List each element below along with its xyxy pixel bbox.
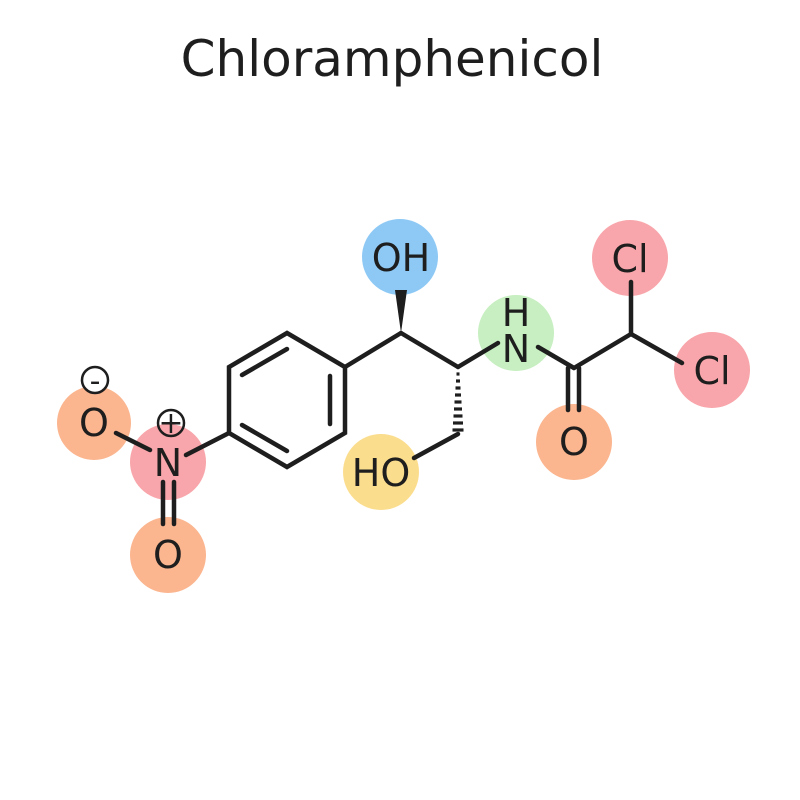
- ring-double-bond-top: [239, 346, 290, 378]
- amide-highlight: [478, 295, 554, 371]
- benzene-ring: [226, 330, 348, 470]
- bonds: [113, 279, 685, 527]
- minus-charge: -: [80, 364, 110, 399]
- hydroxyl-top-label: OH: [372, 236, 430, 280]
- ring-double-bond-bottom: [239, 422, 290, 454]
- nitro-o-minus-label: O: [79, 401, 109, 445]
- c-to-cl-right-bond: [628, 331, 685, 366]
- wedge-bond-oh: [395, 290, 407, 333]
- nitro-o-minus-highlight: [57, 386, 131, 460]
- carbonyl-o-label: O: [559, 420, 589, 464]
- nitro-n-label: N: [154, 441, 182, 485]
- plus-charge-circle: [156, 408, 186, 438]
- cl-top-label: Cl: [611, 237, 648, 281]
- cl-top-highlight: [592, 220, 668, 296]
- hashed-wedge-bond: [452, 372, 464, 432]
- n-to-carbonyl-bond: [535, 344, 577, 371]
- c2-to-n-bond: [455, 340, 501, 370]
- ring-to-nitro-bond: [183, 430, 232, 458]
- nitro-o-highlight: [130, 517, 206, 593]
- amide-h-label: H: [502, 291, 531, 335]
- ring-to-c1-bond: [342, 330, 404, 370]
- atom-labels: O N O OH HO H N O Cl Cl: [79, 236, 731, 577]
- hydroxyl-top-highlight: [362, 219, 438, 295]
- cl-right-label: Cl: [693, 349, 730, 393]
- minus-charge-label: -: [90, 364, 101, 399]
- c1-to-c2-bond: [398, 330, 461, 370]
- carbonyl-o-highlight: [536, 404, 612, 480]
- page-title: Chloramphenicol: [181, 30, 604, 88]
- cl-right-highlight: [674, 332, 750, 408]
- nitro-o-label: O: [153, 533, 183, 577]
- carbonyl-to-chcl2-bond: [571, 331, 634, 371]
- nitro-n-highlight: [130, 424, 206, 500]
- ch2-to-ho-bond: [411, 431, 461, 461]
- hydroxyl-bottom-label: HO: [352, 451, 410, 495]
- plus-charge-label: +: [158, 406, 183, 441]
- amide-n-label: N: [502, 327, 530, 371]
- atom-highlights: [57, 219, 750, 593]
- hydroxyl-bottom-highlight: [343, 434, 419, 510]
- n-to-o-minus-bond: [113, 430, 153, 453]
- minus-charge-circle: [80, 365, 110, 395]
- plus-charge: +: [156, 406, 186, 441]
